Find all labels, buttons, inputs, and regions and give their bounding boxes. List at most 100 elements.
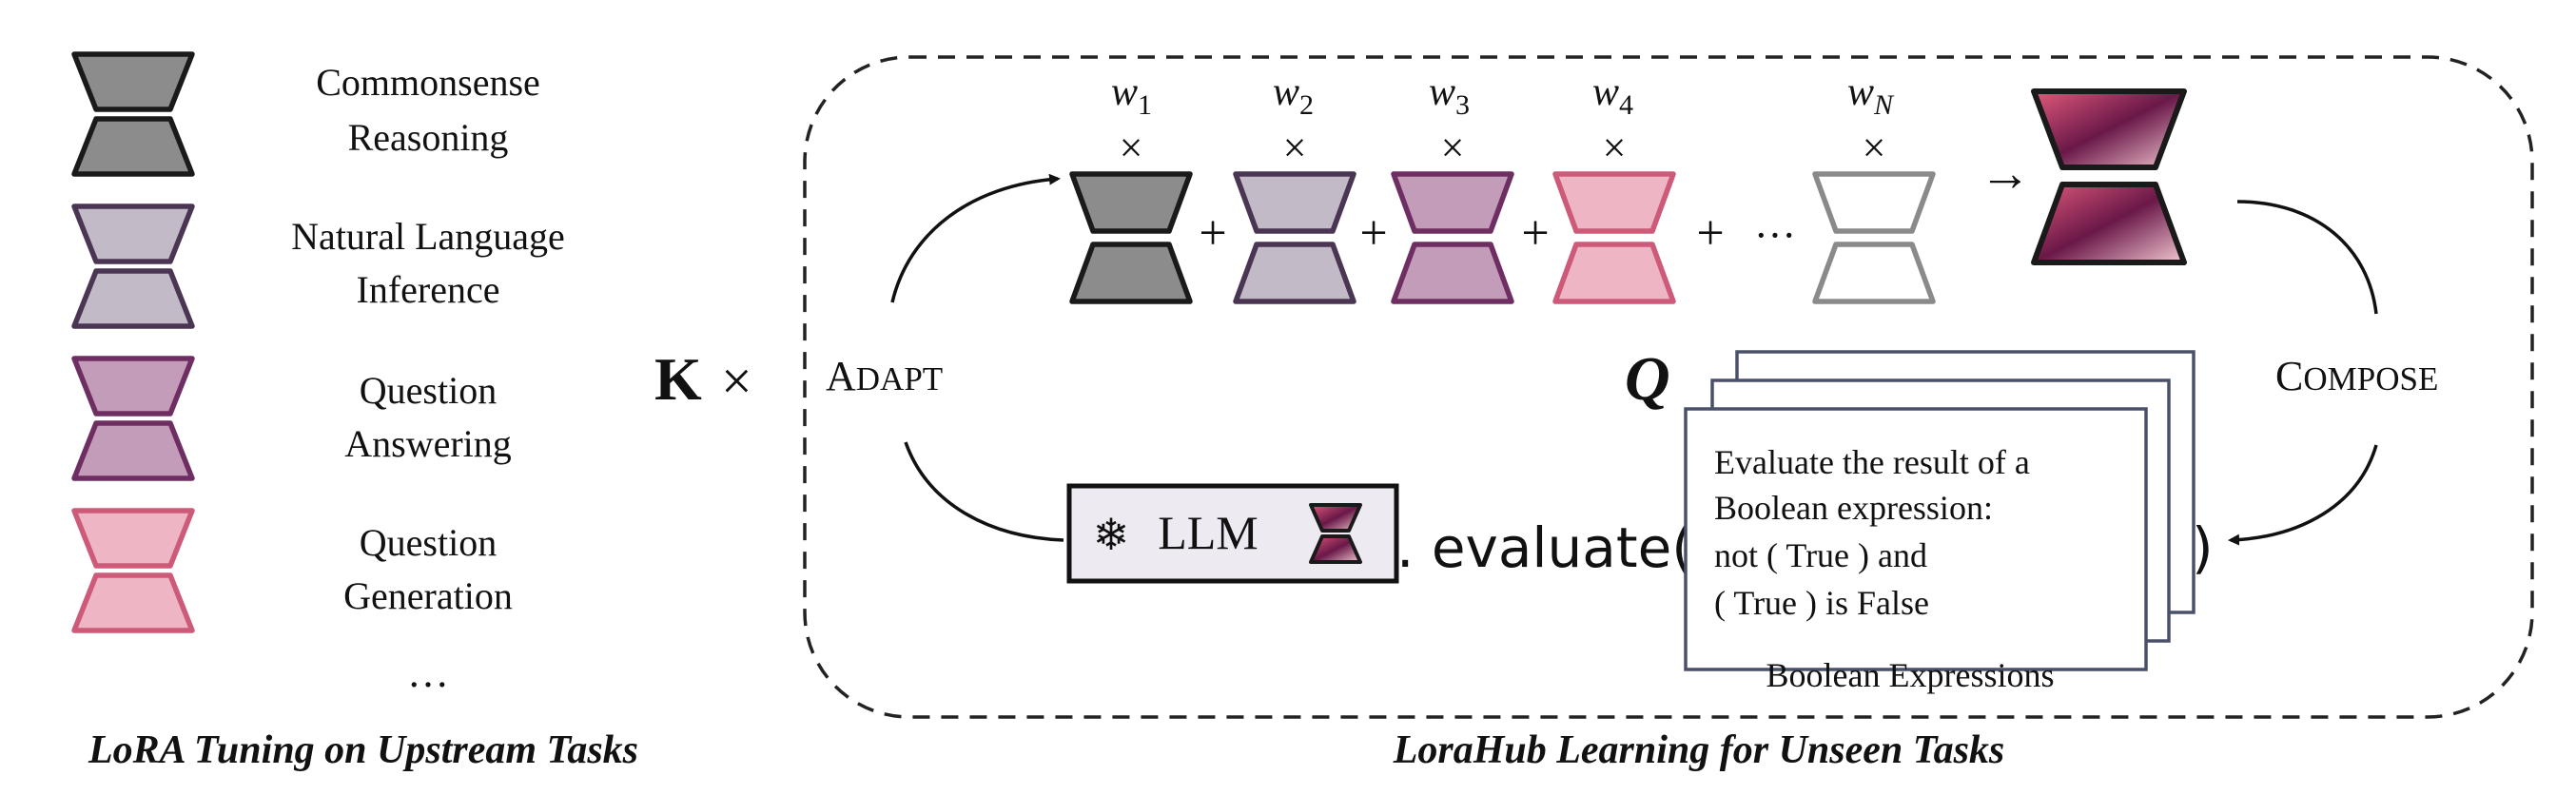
- svg-text:w4: w4: [1592, 70, 1633, 121]
- hourglass-bottom: [1552, 242, 1676, 304]
- adapt-arrow-bottom: [904, 441, 1064, 542]
- adapt-arrow-top: [890, 173, 1061, 303]
- weight-4: w4 ×: [1592, 70, 1633, 171]
- legend-ellipsis: …: [407, 650, 449, 696]
- weights-row: w1 × w2 × w3 × w4 × wN ×: [1111, 70, 1895, 171]
- legend-caption: LoRA Tuning on Upstream Tasks: [88, 728, 638, 772]
- legend-label-line2: Reasoning: [348, 116, 509, 159]
- times-symbol: ×: [1120, 125, 1143, 171]
- weight-symbol: w: [1592, 70, 1619, 114]
- times-symbol: ×: [1283, 125, 1307, 171]
- card-line-2: Boolean expression:: [1714, 489, 1993, 527]
- card-caption: Boolean Expressions: [1766, 656, 2055, 694]
- weight-2: w2 ×: [1273, 70, 1314, 171]
- hourglass-bottom: [1812, 242, 1936, 304]
- snowflake-icon: ❄: [1093, 509, 1130, 560]
- module-nli-icon: [1233, 171, 1356, 304]
- legend-label-line2: Answering: [344, 422, 512, 465]
- hourglass-top: [1069, 171, 1193, 234]
- lora-module-qg-icon: [71, 508, 195, 633]
- llm-box: ❄ LLM: [1066, 483, 1399, 584]
- times-symbol: ×: [1863, 125, 1886, 171]
- legend-label-line1: Commonsense: [316, 61, 540, 104]
- times-symbol: ×: [1603, 125, 1627, 171]
- dashed-border: [803, 55, 2534, 719]
- weight-symbol: w: [1429, 70, 1455, 114]
- svg-text:w2: w2: [1273, 70, 1314, 121]
- hourglass-top: [71, 51, 195, 112]
- legend: Commonsense Reasoning Natural Language I…: [71, 51, 638, 772]
- llm-label: LLM: [1158, 506, 1259, 559]
- weight-1: w1 ×: [1111, 70, 1152, 171]
- example-card-stack: Evaluate the result of a Boolean express…: [1684, 350, 2195, 694]
- weight-symbol: w: [1847, 70, 1874, 114]
- weight-subscript: 1: [1138, 89, 1152, 121]
- legend-label-line1: Natural Language: [291, 215, 565, 258]
- legend-label-line1: Question: [360, 521, 497, 564]
- svg-text:wN: wN: [1847, 70, 1895, 121]
- plus-symbol: +: [1359, 206, 1387, 261]
- svg-text:w1: w1: [1111, 70, 1152, 121]
- hourglass-top: [71, 508, 195, 569]
- hourglass-top: [1233, 171, 1356, 234]
- hourglass-top: [71, 356, 195, 417]
- k-label: K: [654, 345, 702, 413]
- composed-module-icon: [2031, 88, 2187, 265]
- weight-n: wN ×: [1847, 70, 1895, 171]
- lora-module-commonsense-icon: [71, 51, 195, 177]
- hourglass-bottom: [1391, 242, 1514, 304]
- weight-symbol: w: [1273, 70, 1299, 114]
- modules-row: + + + + ··· →: [1069, 88, 2187, 304]
- card-line-4: ( True ) is False: [1714, 584, 1929, 622]
- hourglass-top: [1812, 171, 1936, 234]
- compose-arrow-top: [2236, 200, 2378, 315]
- plus-symbol: +: [1199, 206, 1226, 261]
- module-qg-icon: [1552, 171, 1676, 304]
- card-front: [1684, 407, 2148, 671]
- hourglass-bottom: [71, 572, 195, 633]
- hub-caption: LoraHub Learning for Unseen Tasks: [1393, 728, 2005, 772]
- compose-arrow: →: [1980, 145, 2031, 202]
- weight-subscript: 3: [1455, 89, 1470, 121]
- q-label: Q: [1625, 344, 1670, 414]
- hourglass-bottom: [1069, 242, 1193, 304]
- hourglass-top: [71, 204, 195, 264]
- legend-label-line2: Inference: [357, 268, 500, 311]
- weight-subscript: N: [1873, 89, 1895, 121]
- hourglass-top: [1391, 171, 1514, 234]
- legend-item-nli: Natural Language Inference: [71, 204, 565, 329]
- svg-text:w3: w3: [1429, 70, 1470, 121]
- lora-module-qa-icon: [71, 356, 195, 481]
- adapt-label: ADAPT: [826, 353, 943, 399]
- close-paren: ): [2192, 515, 2214, 580]
- hourglass-bottom: [1233, 242, 1356, 304]
- legend-label-line2: Generation: [343, 574, 513, 617]
- times-label: ×: [721, 350, 752, 412]
- weight-subscript: 4: [1619, 89, 1633, 121]
- legend-item-qg: Question Generation: [71, 508, 513, 633]
- llm-frame: [1066, 483, 1399, 584]
- module-n-icon: [1812, 171, 1936, 304]
- hourglass-bottom: [71, 116, 195, 177]
- legend-item-qa: Question Answering: [71, 356, 512, 481]
- weight-3: w3 ×: [1429, 70, 1470, 171]
- plus-symbol: +: [1696, 206, 1724, 261]
- plus-symbol: +: [1521, 206, 1549, 261]
- lorahub-panel: w1 × w2 × w3 × w4 × wN × +: [803, 55, 2534, 772]
- module-qa-icon: [1391, 171, 1514, 304]
- llm-lora-icon: [1309, 503, 1362, 564]
- weight-symbol: w: [1111, 70, 1138, 114]
- ellipsis: ···: [1754, 212, 1796, 259]
- hourglass-bottom: [71, 268, 195, 329]
- compose-arrow-bottom: [2228, 444, 2378, 546]
- legend-label-line1: Question: [360, 369, 497, 412]
- hourglass-bottom: [71, 420, 195, 481]
- card-line-3: not ( True ) and: [1714, 536, 1927, 574]
- module-commonsense-icon: [1069, 171, 1193, 304]
- evaluate-call: . evaluate(: [1396, 515, 1693, 580]
- card-line-1: Evaluate the result of a: [1714, 443, 2030, 481]
- weight-subscript: 2: [1299, 89, 1314, 121]
- legend-item-commonsense: Commonsense Reasoning: [71, 51, 540, 177]
- lora-module-nli-icon: [71, 204, 195, 329]
